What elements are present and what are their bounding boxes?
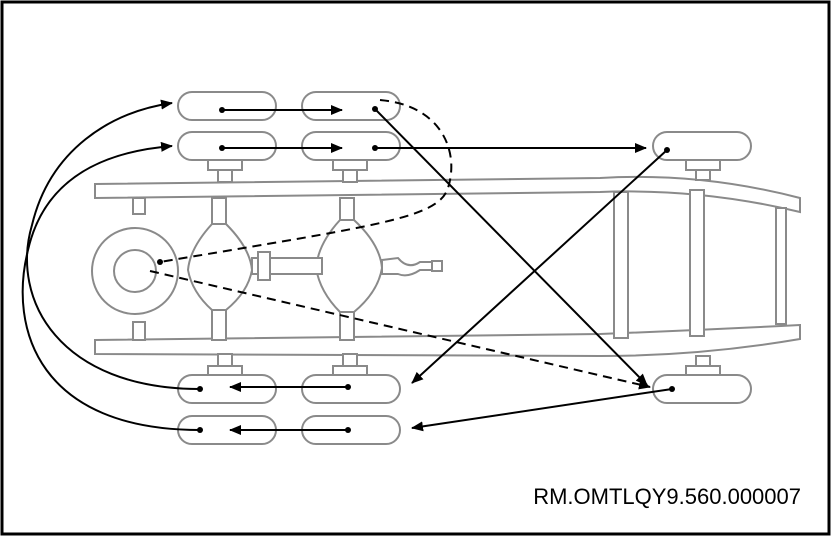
cross-member bbox=[775, 207, 787, 325]
vehicle-chassis bbox=[91, 159, 801, 377]
tire-front-right bbox=[652, 374, 752, 404]
tire-inner-rear-rear-left bbox=[301, 131, 401, 161]
arrow-loop-outer bbox=[26, 99, 201, 390]
shaft-end bbox=[431, 260, 443, 272]
arrow-origin-dot bbox=[219, 145, 225, 151]
cross-member bbox=[613, 191, 629, 339]
arrow-origin-dot bbox=[345, 384, 351, 390]
arrow-origin-dot bbox=[664, 147, 670, 153]
propeller-shaft-rear bbox=[381, 256, 433, 277]
dashed-path-to-spare bbox=[159, 99, 453, 263]
arrow-origin-dot bbox=[669, 386, 675, 392]
cross-member bbox=[689, 189, 705, 337]
hub bbox=[332, 159, 368, 171]
dashed-path-from-spare bbox=[149, 270, 651, 390]
rotation-arrows bbox=[21, 99, 675, 435]
hub-stem bbox=[695, 355, 711, 367]
tire-outer-rear-rear-left bbox=[301, 91, 401, 121]
arrow-diagonal-to-front-right bbox=[374, 108, 648, 386]
hub-stem bbox=[342, 169, 358, 183]
arrow-origin-dot bbox=[197, 427, 203, 433]
tire-inner-front-rear-left bbox=[177, 131, 277, 161]
tire-inner-rear-rear-right bbox=[301, 374, 401, 404]
hub-stem bbox=[342, 353, 358, 367]
hub bbox=[207, 159, 243, 171]
tire-front-left bbox=[652, 131, 752, 161]
frame-mount bbox=[132, 321, 146, 341]
arrow-origin-dot bbox=[157, 259, 163, 265]
frame-rail-top bbox=[94, 175, 801, 214]
frame-mount bbox=[132, 197, 146, 215]
spare-tire-hub bbox=[113, 249, 157, 293]
arrow-origin-dot bbox=[219, 107, 225, 113]
arrow-loop-inner bbox=[21, 141, 201, 431]
differential-front bbox=[186, 223, 254, 311]
hub-stem bbox=[217, 169, 233, 183]
arrow-origin-dot bbox=[372, 145, 378, 151]
reference-code: RM.OMTLQY9.560.000007 bbox=[533, 484, 801, 509]
hub-stem bbox=[695, 169, 711, 181]
tires bbox=[177, 91, 752, 445]
arrow-front-right-to-rear bbox=[411, 388, 673, 432]
arrow-origin-dot bbox=[345, 427, 351, 433]
hub-stem bbox=[217, 353, 233, 367]
tire-outer-front-rear-left bbox=[177, 91, 277, 121]
arrow-diagonal-to-rear-right bbox=[411, 149, 668, 384]
arrow-origin-dot bbox=[197, 386, 203, 392]
arrow-origin-dot bbox=[372, 106, 378, 112]
u-joint bbox=[257, 251, 271, 281]
hub bbox=[685, 159, 721, 171]
differential-rear bbox=[314, 219, 384, 313]
